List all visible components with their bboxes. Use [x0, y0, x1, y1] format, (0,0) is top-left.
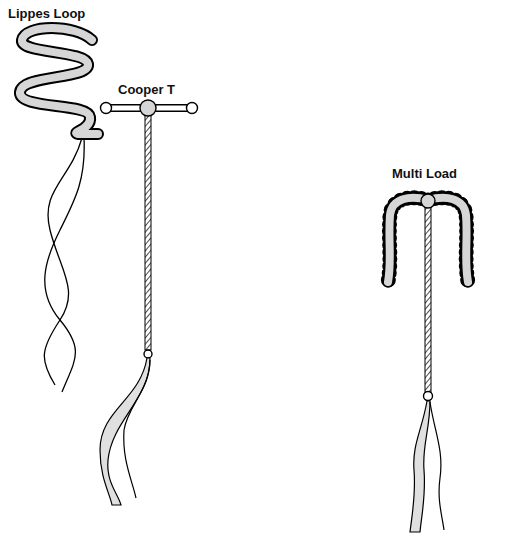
lippes-loop — [20, 28, 98, 392]
device-label: Cooper T — [118, 82, 175, 98]
device-label: Lippes Loop — [8, 6, 85, 22]
multiload — [388, 194, 468, 532]
copper-t — [100, 100, 198, 505]
device-label: Multi Load — [392, 166, 457, 182]
